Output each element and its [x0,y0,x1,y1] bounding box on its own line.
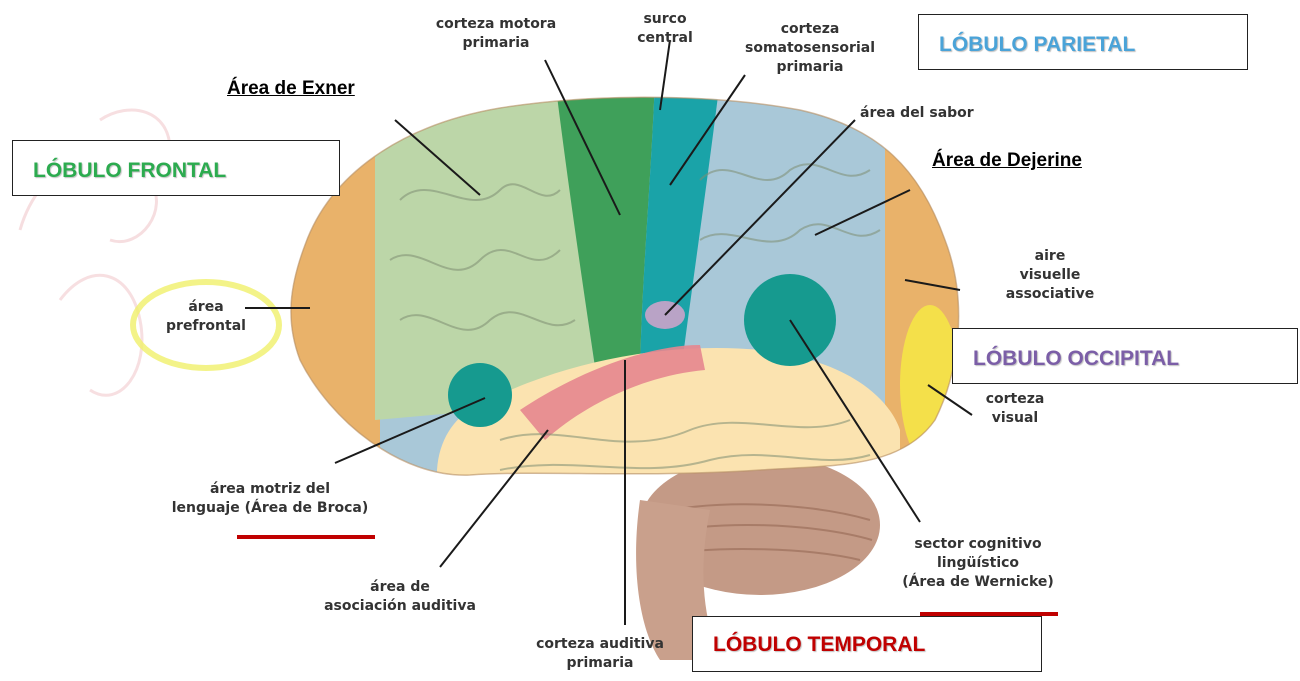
frontal-lobe-box: LÓBULO FRONTAL [12,140,340,196]
prefrontal-area-label: área prefrontal [146,298,266,336]
auditory-association-label: área de asociación auditiva [290,578,510,616]
dejerine-area-label: Área de Dejerine [932,150,1082,172]
occipital-lobe-box: LÓBULO OCCIPITAL [952,328,1298,384]
broca-area-label: área motriz del lenguaje (Área de Broca) [150,480,390,518]
primary-auditory-cortex-label: corteza auditiva primaria [510,635,690,673]
broca-underline [237,535,375,539]
taste-area-label: área del sabor [860,104,974,123]
parietal-lobe-box: LÓBULO PARIETAL [918,14,1248,70]
broca-area [448,363,512,427]
wernicke-area-label: sector cognitivo lingüístico (Área de We… [868,535,1088,592]
visual-cortex-label: corteza visual [960,390,1070,428]
central-sulcus-label: surco central [610,10,720,48]
visual-cortex-region [900,305,960,465]
temporal-lobe-label: LÓBULO TEMPORAL [713,633,925,657]
occipital-lobe-label: LÓBULO OCCIPITAL [973,347,1179,371]
exner-area-label: Área de Exner [227,78,355,100]
wernicke-underline [920,612,1058,616]
motor-cortex-label: corteza motora primaria [396,15,596,53]
somatosensory-cortex-label: corteza somatosensorial primaria [710,20,910,77]
visual-association-label: aire visuelle associative [975,247,1125,304]
parietal-lobe-label: LÓBULO PARIETAL [939,33,1135,57]
temporal-lobe-box: LÓBULO TEMPORAL [692,616,1042,672]
frontal-lobe-label: LÓBULO FRONTAL [33,159,226,183]
cerebrum [280,80,985,500]
